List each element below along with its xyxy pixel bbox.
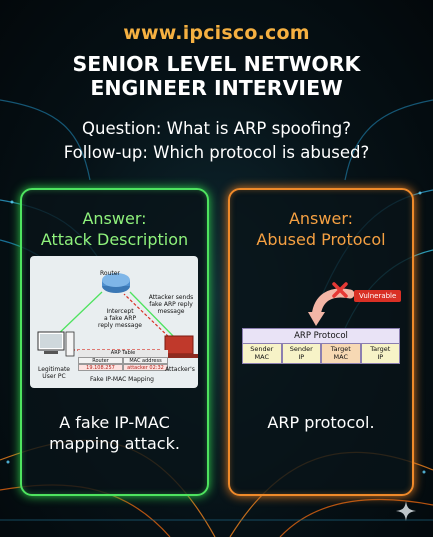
page-title: SENIOR LEVEL NETWORK ENGINEER INTERVIEW [0,52,433,100]
pc-label-line-1: Legitimate [38,366,70,373]
pc-label: Legitimate User PC [32,366,76,380]
right-card-answer: ARP protocol. [267,413,375,432]
protocol-diagram [308,282,355,326]
arp-table-header: Router MAC address [78,357,168,364]
abused-protocol-card: Answer: Abused Protocol Vulnerable ARP P… [228,188,414,496]
arp-val-ip: 19.108.257 [78,364,123,371]
router-icon [102,273,130,293]
site-url: www.ipcisco.com [123,22,310,44]
curved-arrow-icon [308,288,355,326]
pc-label-line-2: User PC [42,373,66,380]
x-icon [332,282,348,298]
attacker-note-line-1: Attacker sends [148,294,194,301]
right-heading-line-1: Answer: [288,209,354,228]
arp-col-router: Router [78,357,123,364]
left-heading-line-2: Attack Description [40,230,189,249]
arp-table: ARP Table Router MAC address 19.108.257 … [78,350,168,371]
intercept-line-2: a fake ARP [103,315,137,322]
pc-icon [37,331,75,357]
laptop-icon [160,335,198,358]
left-card-answer: A fake IP-MAC mapping attack. [22,412,207,454]
arp-table-title: ARP Table [78,350,168,357]
attack-description-card: Answer: Attack Description Router [20,188,209,496]
vulnerable-badge: Vulnerable [354,290,402,302]
left-answer-line-1: A fake IP-MAC [59,413,170,432]
fake-mapping-label: Fake IP-MAC Mapping [90,376,154,383]
title-line-1: SENIOR LEVEL NETWORK [72,52,361,76]
arp-protocol-title: ARP Protocol [242,328,400,344]
intercept-line-3: reply message [98,322,142,329]
arp-table-row: 19.108.257 attacker 02:32 [78,364,168,371]
sparkle-icon [396,501,416,521]
follow-up-question: Follow-up: Which protocol is abused? [63,143,370,162]
left-heading-line-1: Answer: [82,209,147,228]
attacker-note: Attacker sends fake ARP reply message [142,294,200,315]
title-line-2: ENGINEER INTERVIEW [90,76,343,100]
attacker-note-line-3: message [157,308,185,315]
arp-val-mac: attacker 02:32 [123,364,168,371]
attacker-label: Attacker's [165,366,195,373]
question: Question: What is ARP spoofing? [82,119,351,138]
left-answer-line-2: mapping attack. [49,434,180,453]
right-card-heading: Answer: Abused Protocol [230,208,412,250]
router-label: Router [100,270,120,277]
intercept-note: Intercept a fake ARP reply message [92,308,148,329]
left-card-heading: Answer: Attack Description [22,208,207,250]
attacker-note-line-2: fake ARP reply [149,301,193,308]
intercept-line-1: Intercept [106,308,134,315]
right-heading-line-2: Abused Protocol [256,230,386,249]
arp-col-mac: MAC address [123,357,168,364]
